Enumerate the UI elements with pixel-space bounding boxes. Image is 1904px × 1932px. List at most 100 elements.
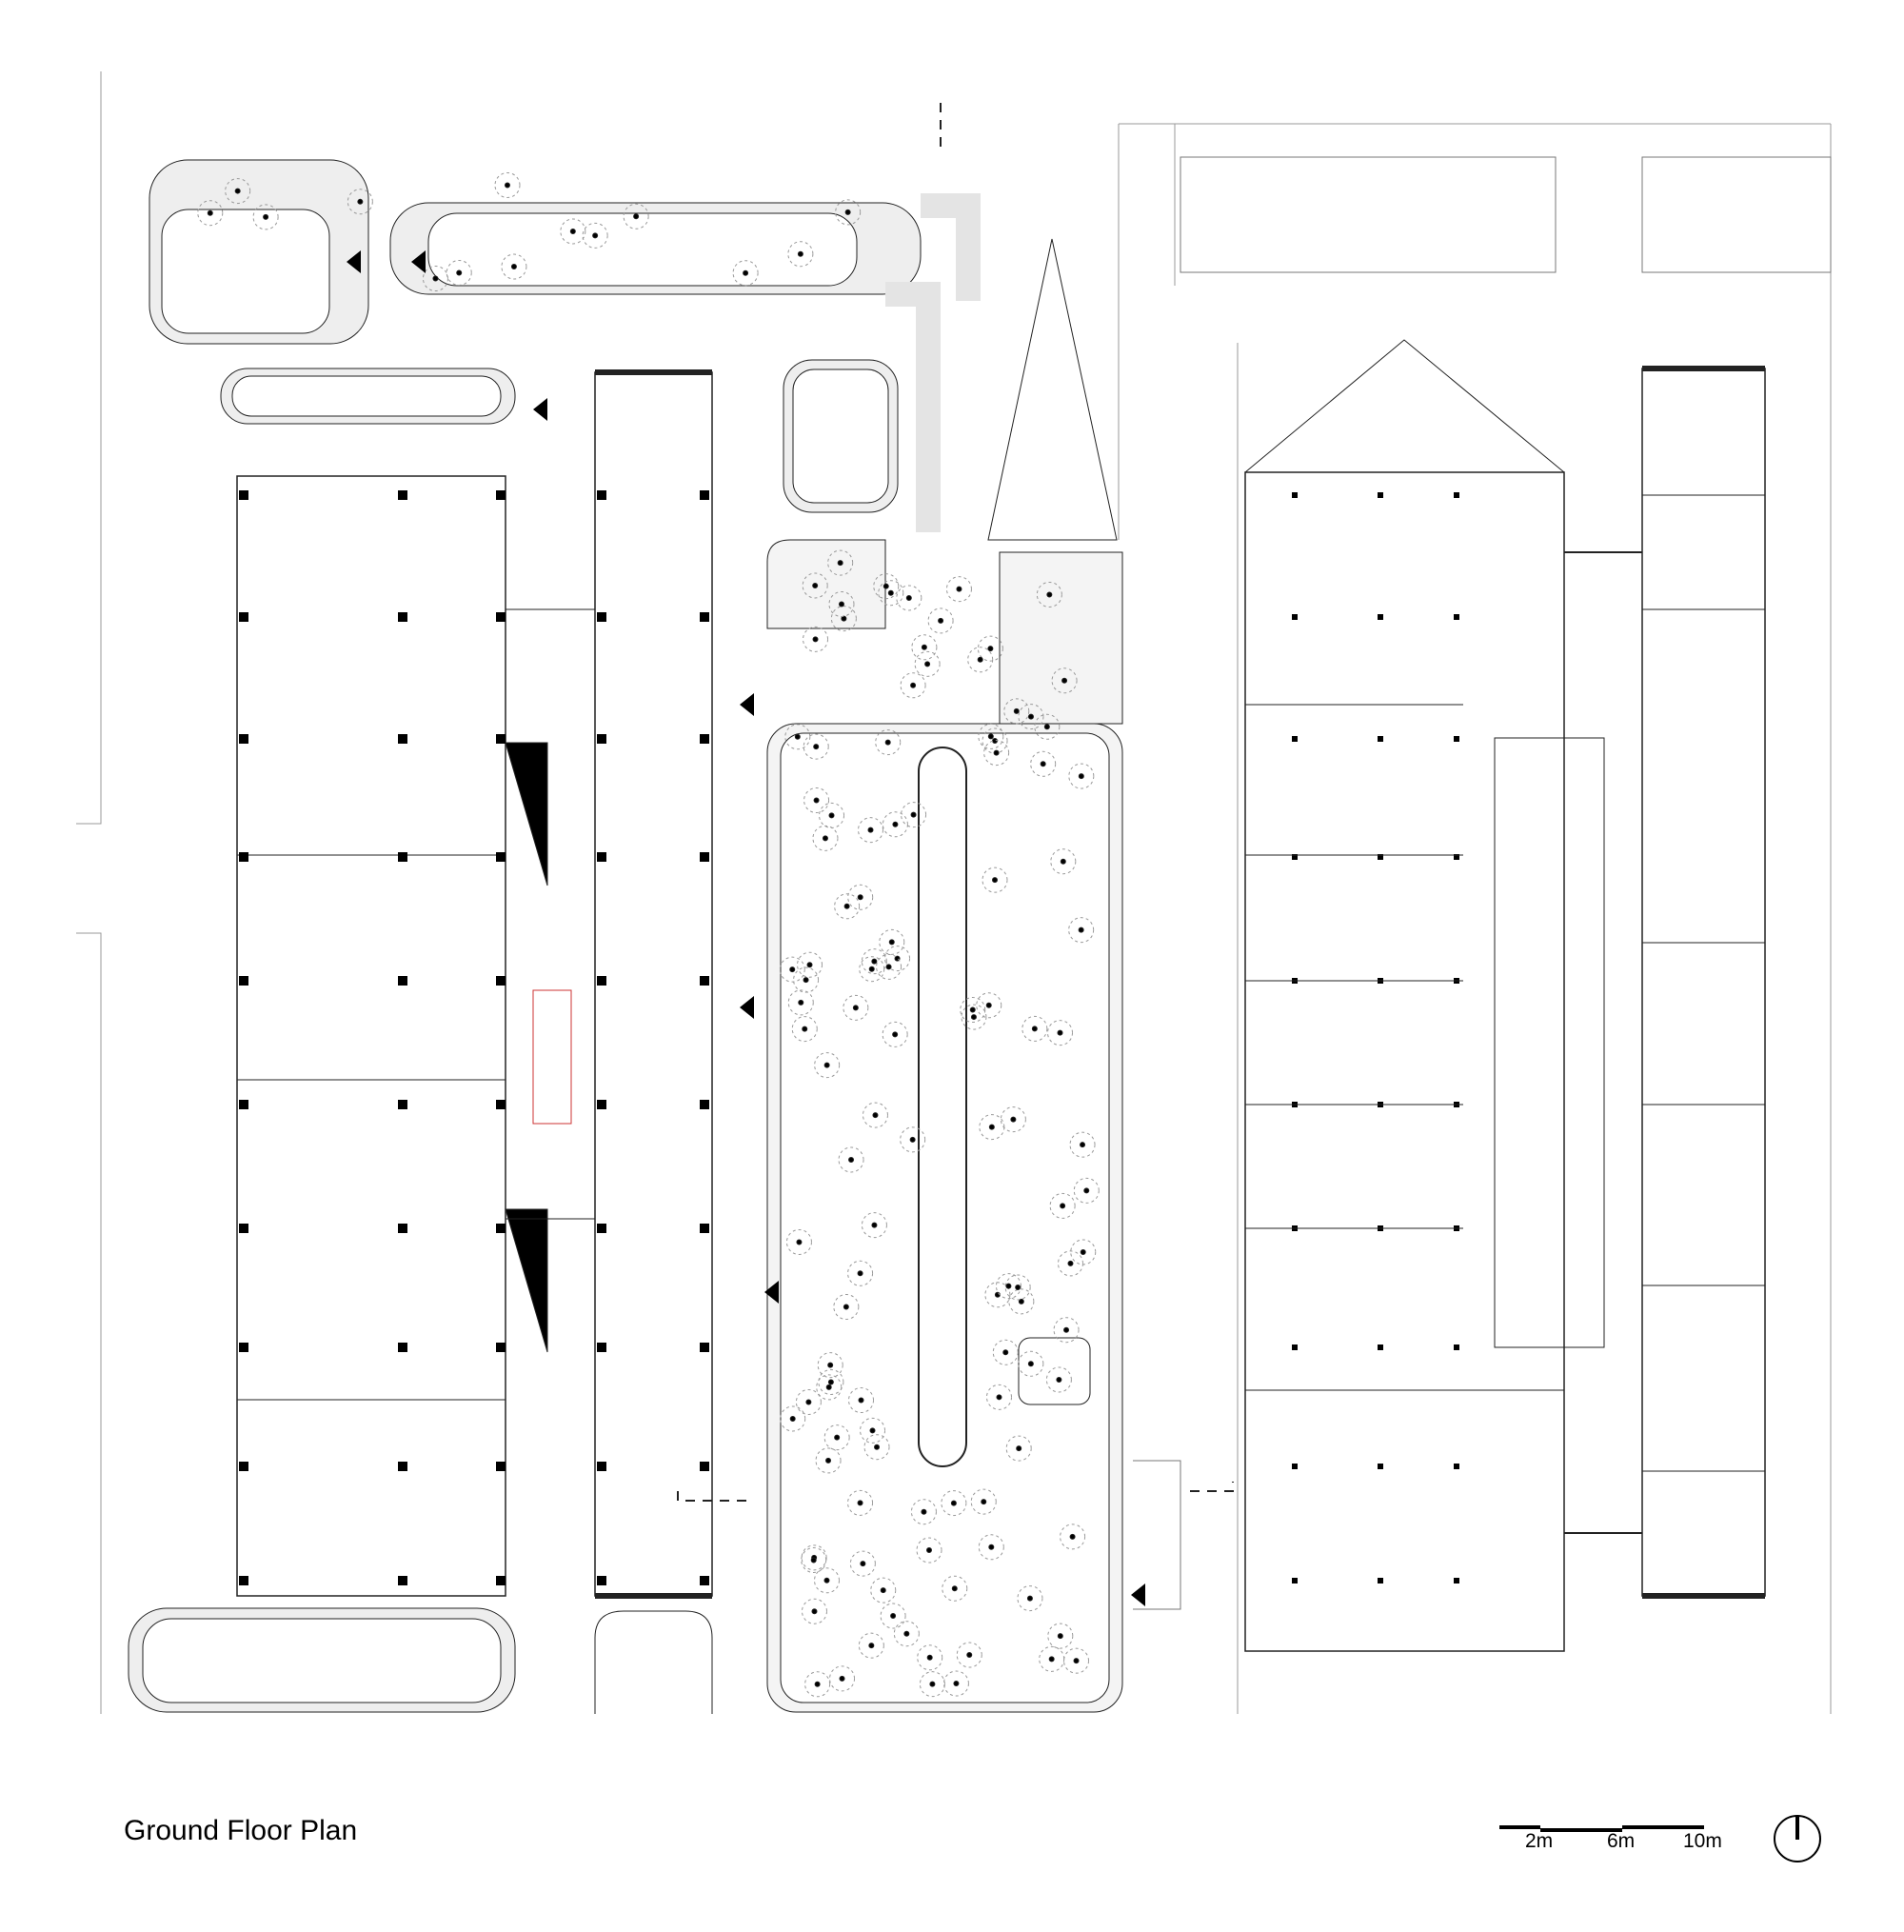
tree-trunk [858, 1397, 864, 1404]
tree-trunk [837, 560, 843, 567]
tree [896, 585, 922, 611]
tree-trunk [874, 1444, 881, 1450]
tree [884, 946, 911, 972]
tree-trunk [844, 209, 851, 215]
tree-trunk [888, 939, 895, 946]
tree [812, 825, 839, 851]
tree-trunk [977, 656, 983, 663]
tree [803, 733, 829, 760]
tree-trunk [823, 1577, 830, 1583]
tree [983, 740, 1010, 767]
tree [1069, 1131, 1096, 1158]
tree [780, 1405, 806, 1432]
column [597, 1576, 606, 1585]
column [597, 490, 606, 500]
column [239, 852, 248, 862]
tree [1057, 1250, 1083, 1277]
column [496, 1576, 506, 1585]
column [1454, 614, 1459, 620]
drawing-title: Ground Floor Plan [124, 1815, 358, 1846]
tree-trunk [1056, 1376, 1062, 1383]
tree-trunk [207, 209, 213, 216]
column [398, 1462, 407, 1471]
tree [900, 1126, 926, 1153]
tree-trunk [993, 749, 1000, 756]
tree-trunk [1067, 1260, 1074, 1266]
tree-trunk [1016, 1445, 1022, 1452]
tree [873, 573, 900, 600]
tree [849, 1550, 876, 1577]
tree-trunk [1063, 1326, 1070, 1333]
column [597, 1100, 606, 1109]
tree [830, 606, 857, 632]
tree-trunk [794, 733, 801, 740]
tree-trunk [813, 797, 820, 804]
tree [1051, 667, 1078, 694]
tree [1017, 1585, 1043, 1612]
tree [197, 200, 224, 227]
tree [945, 576, 972, 603]
tree [858, 1632, 884, 1659]
tree-trunk [843, 1304, 849, 1310]
tree-trunk [827, 1362, 834, 1368]
tree [861, 948, 887, 975]
tree-trunk [812, 582, 819, 588]
tree [977, 635, 1003, 662]
tree [1063, 1647, 1090, 1674]
tree-trunk [1015, 1284, 1021, 1290]
tree-trunk [810, 1557, 817, 1564]
tree [785, 1228, 812, 1255]
column [496, 734, 506, 744]
column [496, 1343, 506, 1352]
tree [803, 787, 830, 814]
column [239, 612, 248, 622]
column [1378, 614, 1383, 620]
tree [1005, 1435, 1032, 1462]
column [1292, 1578, 1298, 1583]
tree [985, 1384, 1012, 1410]
tree [976, 992, 1002, 1019]
triangle-canopy [987, 238, 1118, 541]
tree [847, 1260, 874, 1286]
tree-trunk [905, 594, 912, 601]
column [398, 612, 407, 622]
tree-trunk [926, 1654, 933, 1661]
tree [861, 1212, 887, 1239]
tree-trunk [811, 1608, 818, 1615]
tree [829, 1665, 856, 1692]
column [700, 1576, 709, 1585]
column [1292, 1344, 1298, 1350]
tree-trunk [938, 617, 944, 624]
tree [847, 1489, 874, 1516]
tree [914, 650, 941, 677]
tree-trunk [921, 1508, 927, 1515]
tree [843, 994, 869, 1021]
building-right [1133, 156, 1832, 1652]
tree [1047, 1623, 1074, 1649]
tree [827, 549, 854, 576]
column [1292, 854, 1298, 860]
tree-trunk [1010, 1116, 1017, 1123]
tree [882, 811, 908, 838]
column [700, 852, 709, 862]
tree [901, 802, 927, 828]
tree [795, 1388, 822, 1415]
tree-trunk [592, 232, 599, 239]
tree [917, 1644, 943, 1671]
tree-trunk [987, 646, 994, 652]
tree-trunk [996, 1394, 1002, 1401]
tree [882, 1021, 908, 1047]
tree-trunk [857, 1500, 863, 1506]
tree-trunk [885, 964, 892, 970]
tree-trunk [1061, 677, 1068, 684]
column [700, 1224, 709, 1233]
tree-trunk [1002, 1349, 1009, 1356]
tree-trunk [857, 894, 863, 901]
column [1292, 1464, 1298, 1469]
tree [793, 966, 820, 993]
column [700, 490, 709, 500]
tree [814, 1052, 841, 1079]
tree-trunk [887, 589, 894, 596]
column [1454, 736, 1459, 742]
